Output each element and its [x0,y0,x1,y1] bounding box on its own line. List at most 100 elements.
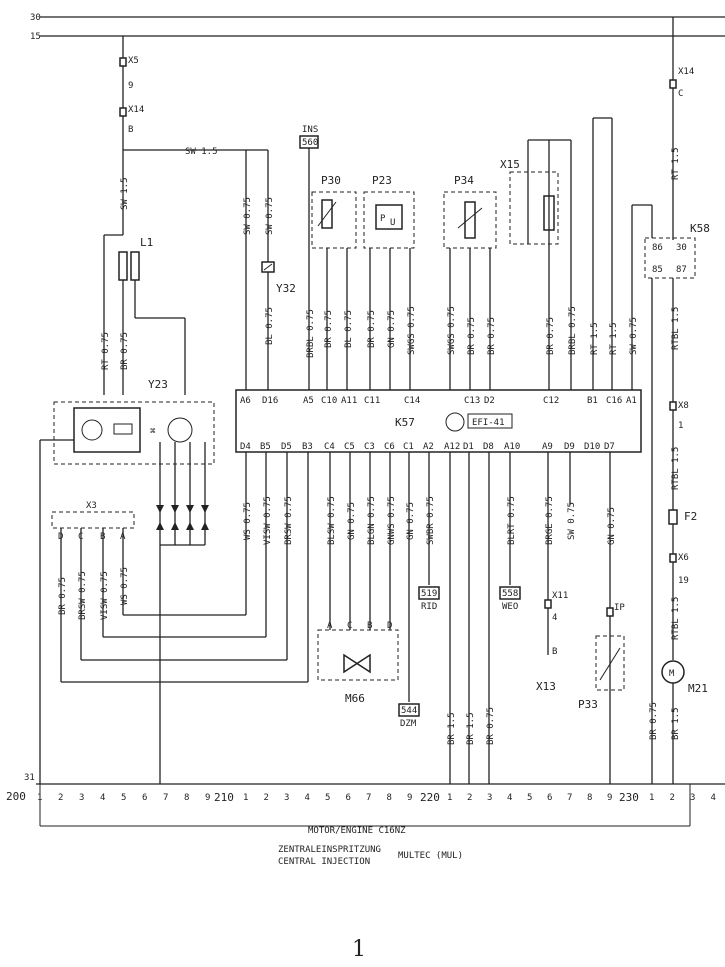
wire-label-brge075: BRGE 0.75 [545,496,555,545]
k57-pin-a12: A12 [444,442,460,452]
k57-ecu [235,389,642,453]
ref-dzm: DZM [400,719,417,729]
connector-x8-pin: 1 [678,421,683,431]
k57-pin-b5: B5 [260,442,271,452]
k57-tag: EFI-41 [472,418,505,428]
k57-tag-box [467,413,513,429]
wire-label-swgs075: SWGS 0.75 [407,306,417,355]
wire-label-rt15-a: RT 1.5 [590,322,600,355]
p30-housing [311,191,357,249]
connector-x8-label: X8 [678,401,689,411]
connector-x6-label: X6 [678,553,689,563]
k57-pin-b1: B1 [587,396,598,406]
wire-label-sw075-c: SW 0.75 [629,317,639,355]
k57-pin-a1: A1 [626,396,637,406]
wire-label-br075-f: BR 0.75 [649,702,659,740]
k57-pin-d9: D9 [564,442,575,452]
k58-label: K58 [690,222,710,235]
ref-544: 544 [401,706,417,716]
k57-pin-d4: D4 [240,442,251,452]
scale-tick-2-7: 7 [366,793,371,803]
k57-pin-a6: A6 [240,396,251,406]
p34-potentiometer [464,201,476,239]
ref-544-box [398,703,420,717]
rail-15-label: 15 [30,32,41,42]
svg-text:P: P [380,214,386,224]
ref-560: 560 [302,138,318,148]
connector-x11-label: X11 [552,591,568,601]
wire-label-blrt075: BLRT 0.75 [507,496,517,545]
motor-engine-label: MOTOR/ENGINE C16NZ [308,826,406,836]
y23-rotor [167,417,193,443]
k57-pin-a10: A10 [504,442,520,452]
y23-housing [53,401,215,465]
x13-label: X13 [536,680,556,693]
k58-housing [644,237,696,279]
spark-plug-leads [156,442,209,784]
p23-housing [363,191,415,249]
ref-558-box [499,586,521,600]
connector-x14b-label: X14 [678,67,694,77]
rail-31-label: 31 [24,773,35,783]
connector-x13-pin: B [552,647,557,657]
scale-tick-1-5: 5 [121,793,126,803]
svg-text:86: 86 [652,243,663,253]
scale-tick-3-3: 3 [487,793,492,803]
y32-label: Y32 [276,282,296,295]
p34-label: P34 [454,174,474,187]
wire-label-gn075-c: GN 0.75 [406,502,416,540]
wire-label-brsw075-x3: BRSW 0.75 [78,571,88,620]
spark-arrow-up-2 [171,522,179,530]
wire-label-rtbl15-c: RTBL 1.5 [671,597,681,640]
p33-housing [595,635,625,691]
scale-tick-2-4: 4 [305,793,310,803]
svg-text:M: M [669,669,675,679]
scale-tick-3-6: 6 [547,793,552,803]
wire-label-rtbl15-a: RTBL 1.5 [671,307,681,350]
k57-pin-d8: D8 [483,442,494,452]
multec-label: MULTEC (MUL) [398,851,463,861]
zentral-label: ZENTRALEINSPRITZUNG [278,845,381,855]
k57-pin-d1: D1 [463,442,474,452]
scale-tick-1-7: 7 [163,793,168,803]
wire-label-sw075-b: SW 0.75 [265,197,275,235]
ref-weo: WEO [502,602,518,612]
connector-x6-pin: 19 [678,576,689,586]
k57-pin-d2: D2 [484,396,495,406]
wire-label-br15-a: BR 1.5 [447,712,457,745]
connector-x5 [119,57,127,67]
scale-start-number: 200 [6,790,26,803]
k57-pin-c16: C16 [606,396,622,406]
k57-pin-a2: A2 [423,442,434,452]
scale-tick-3-5: 5 [527,793,532,803]
ref-558: 558 [502,589,518,599]
connector-x6 [669,553,677,563]
wire-label-br075-b: BR 0.75 [324,310,334,348]
x15-housing [509,171,559,245]
k57-pin-c11: C11 [364,396,380,406]
p23-label: P23 [372,174,392,187]
wire-label-br075-x3: BR 0.75 [58,577,68,615]
scale-tick-4-2: 2 [670,793,675,803]
k57-pin-d10: D10 [584,442,600,452]
k57-pin-b3: B3 [302,442,313,452]
wire-label-br15-b: BR 1.5 [466,712,476,745]
wire-label-br075-x15: BR 0.75 [546,317,556,355]
wire-label-sw15-v: SW 1.5 [120,177,130,210]
y23-label: Y23 [148,378,168,391]
connector-x8 [669,401,677,411]
fuse-f2 [668,509,678,525]
connector-x3 [51,511,135,529]
wire-label-rt15-c: RT 1.5 [671,147,681,180]
wire-label-swbr075: SWBR 0.75 [426,496,436,545]
scale-tick-2-2: 2 [264,793,269,803]
svg-text:30: 30 [676,243,687,253]
m66-label: M66 [345,692,365,705]
k57-pin-d5: D5 [281,442,292,452]
k57-pin-c14: C14 [404,396,420,406]
svg-text:85: 85 [652,265,663,275]
connector-ip [606,607,614,617]
wire-label-gn075-b: GN 0.75 [347,502,357,540]
